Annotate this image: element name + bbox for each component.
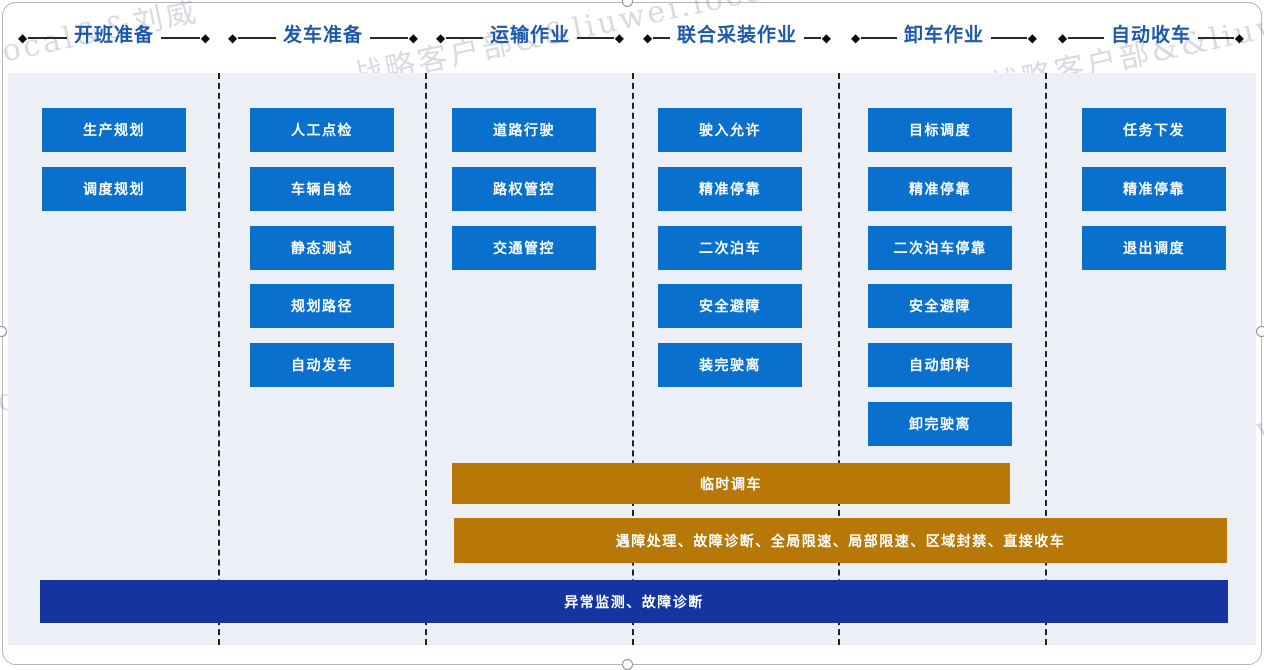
exception-handling-bar[interactable]: 遇障处理、故障诊断、全局限速、局部限速、区域封禁、直接收车 [454,518,1227,563]
phase-label: 卸车作业 [904,25,985,46]
phase-label: 开班准备 [74,25,155,46]
task-box[interactable]: 车辆自检 [250,167,394,211]
resize-handle-right[interactable] [1256,326,1264,337]
task-box[interactable]: 精准停靠 [1082,167,1226,211]
phase-label: 联合采装作业 [677,25,798,46]
diamond-endpoint-icon: ◆ [614,31,625,45]
task-box[interactable]: 任务下发 [1082,108,1226,152]
header-line [370,37,408,39]
diamond-endpoint-icon: ◆ [643,31,653,45]
diamond-endpoint-icon: ◆ [1058,31,1068,45]
header-line [446,37,483,39]
resize-handle-bottom[interactable] [622,659,633,670]
header-line [653,37,670,39]
task-box[interactable]: 自动卸料 [868,343,1012,387]
task-box[interactable]: 卸完驶离 [868,402,1012,446]
anomaly-monitoring-bar[interactable]: 异常监测、故障诊断 [40,580,1228,623]
phase-header: ◆ 运输作业 ◆ [436,20,624,48]
header-line [28,37,67,39]
header-line [991,37,1027,39]
temporary-dispatch-label: 临时调车 [700,475,762,492]
task-box[interactable]: 人工点检 [250,108,394,152]
task-box[interactable]: 精准停靠 [868,167,1012,211]
task-box[interactable]: 规划路径 [250,284,394,328]
header-line [577,37,614,39]
header-line [238,37,276,39]
task-box[interactable]: 精准停靠 [658,167,802,211]
column-divider [1045,73,1047,645]
diamond-endpoint-icon: ◆ [821,31,832,45]
anomaly-monitoring-label: 异常监测、故障诊断 [564,593,704,610]
phase-header: ◆ 卸车作业 ◆ [851,20,1037,48]
exception-handling-label: 遇障处理、故障诊断、全局限速、局部限速、区域封禁、直接收车 [615,532,1066,549]
task-box[interactable]: 装完驶离 [658,343,802,387]
task-box[interactable]: 目标调度 [868,108,1012,152]
resize-handle-top[interactable] [622,0,633,7]
temporary-dispatch-bar[interactable]: 临时调车 [452,463,1010,504]
task-box[interactable]: 安全避障 [868,284,1012,328]
phase-header: ◆ 开班准备 ◆ [18,20,210,48]
column-divider [425,73,427,645]
diamond-endpoint-icon: ◆ [1234,31,1245,45]
header-line [861,37,897,39]
task-box[interactable]: 二次泊车 [658,226,802,270]
task-box[interactable]: 自动发车 [250,343,394,387]
phase-label: 发车准备 [283,25,364,46]
column-divider [838,73,840,645]
diamond-endpoint-icon: ◆ [200,31,211,45]
diamond-endpoint-icon: ◆ [851,31,861,45]
phase-header: ◆ 联合采装作业 ◆ [643,20,831,48]
header-line [161,37,200,39]
diamond-endpoint-icon: ◆ [436,31,446,45]
header-line [1068,37,1104,39]
task-box[interactable]: 二次泊车停靠 [868,226,1012,270]
task-box[interactable]: 道路行驶 [452,108,596,152]
diamond-endpoint-icon: ◆ [18,31,28,45]
phase-header: ◆ 发车准备 ◆ [228,20,418,48]
column-divider [632,73,634,645]
resize-handle-left[interactable] [0,326,7,337]
task-box[interactable]: 退出调度 [1082,226,1226,270]
header-line [804,37,821,39]
column-divider [218,73,220,645]
task-box[interactable]: 安全避障 [658,284,802,328]
task-box[interactable]: 生产规划 [42,108,186,152]
phase-label: 自动收车 [1111,25,1192,46]
diamond-endpoint-icon: ◆ [408,31,419,45]
header-line [1198,37,1234,39]
task-box[interactable]: 路权管控 [452,167,596,211]
phase-label: 运输作业 [490,25,571,46]
diamond-endpoint-icon: ◆ [228,31,238,45]
task-box[interactable]: 交通管控 [452,226,596,270]
phase-header: ◆ 自动收车 ◆ [1058,20,1244,48]
task-box[interactable]: 驶入允许 [658,108,802,152]
diamond-endpoint-icon: ◆ [1027,31,1038,45]
task-box[interactable]: 静态测试 [250,226,394,270]
task-box[interactable]: 调度规划 [42,167,186,211]
